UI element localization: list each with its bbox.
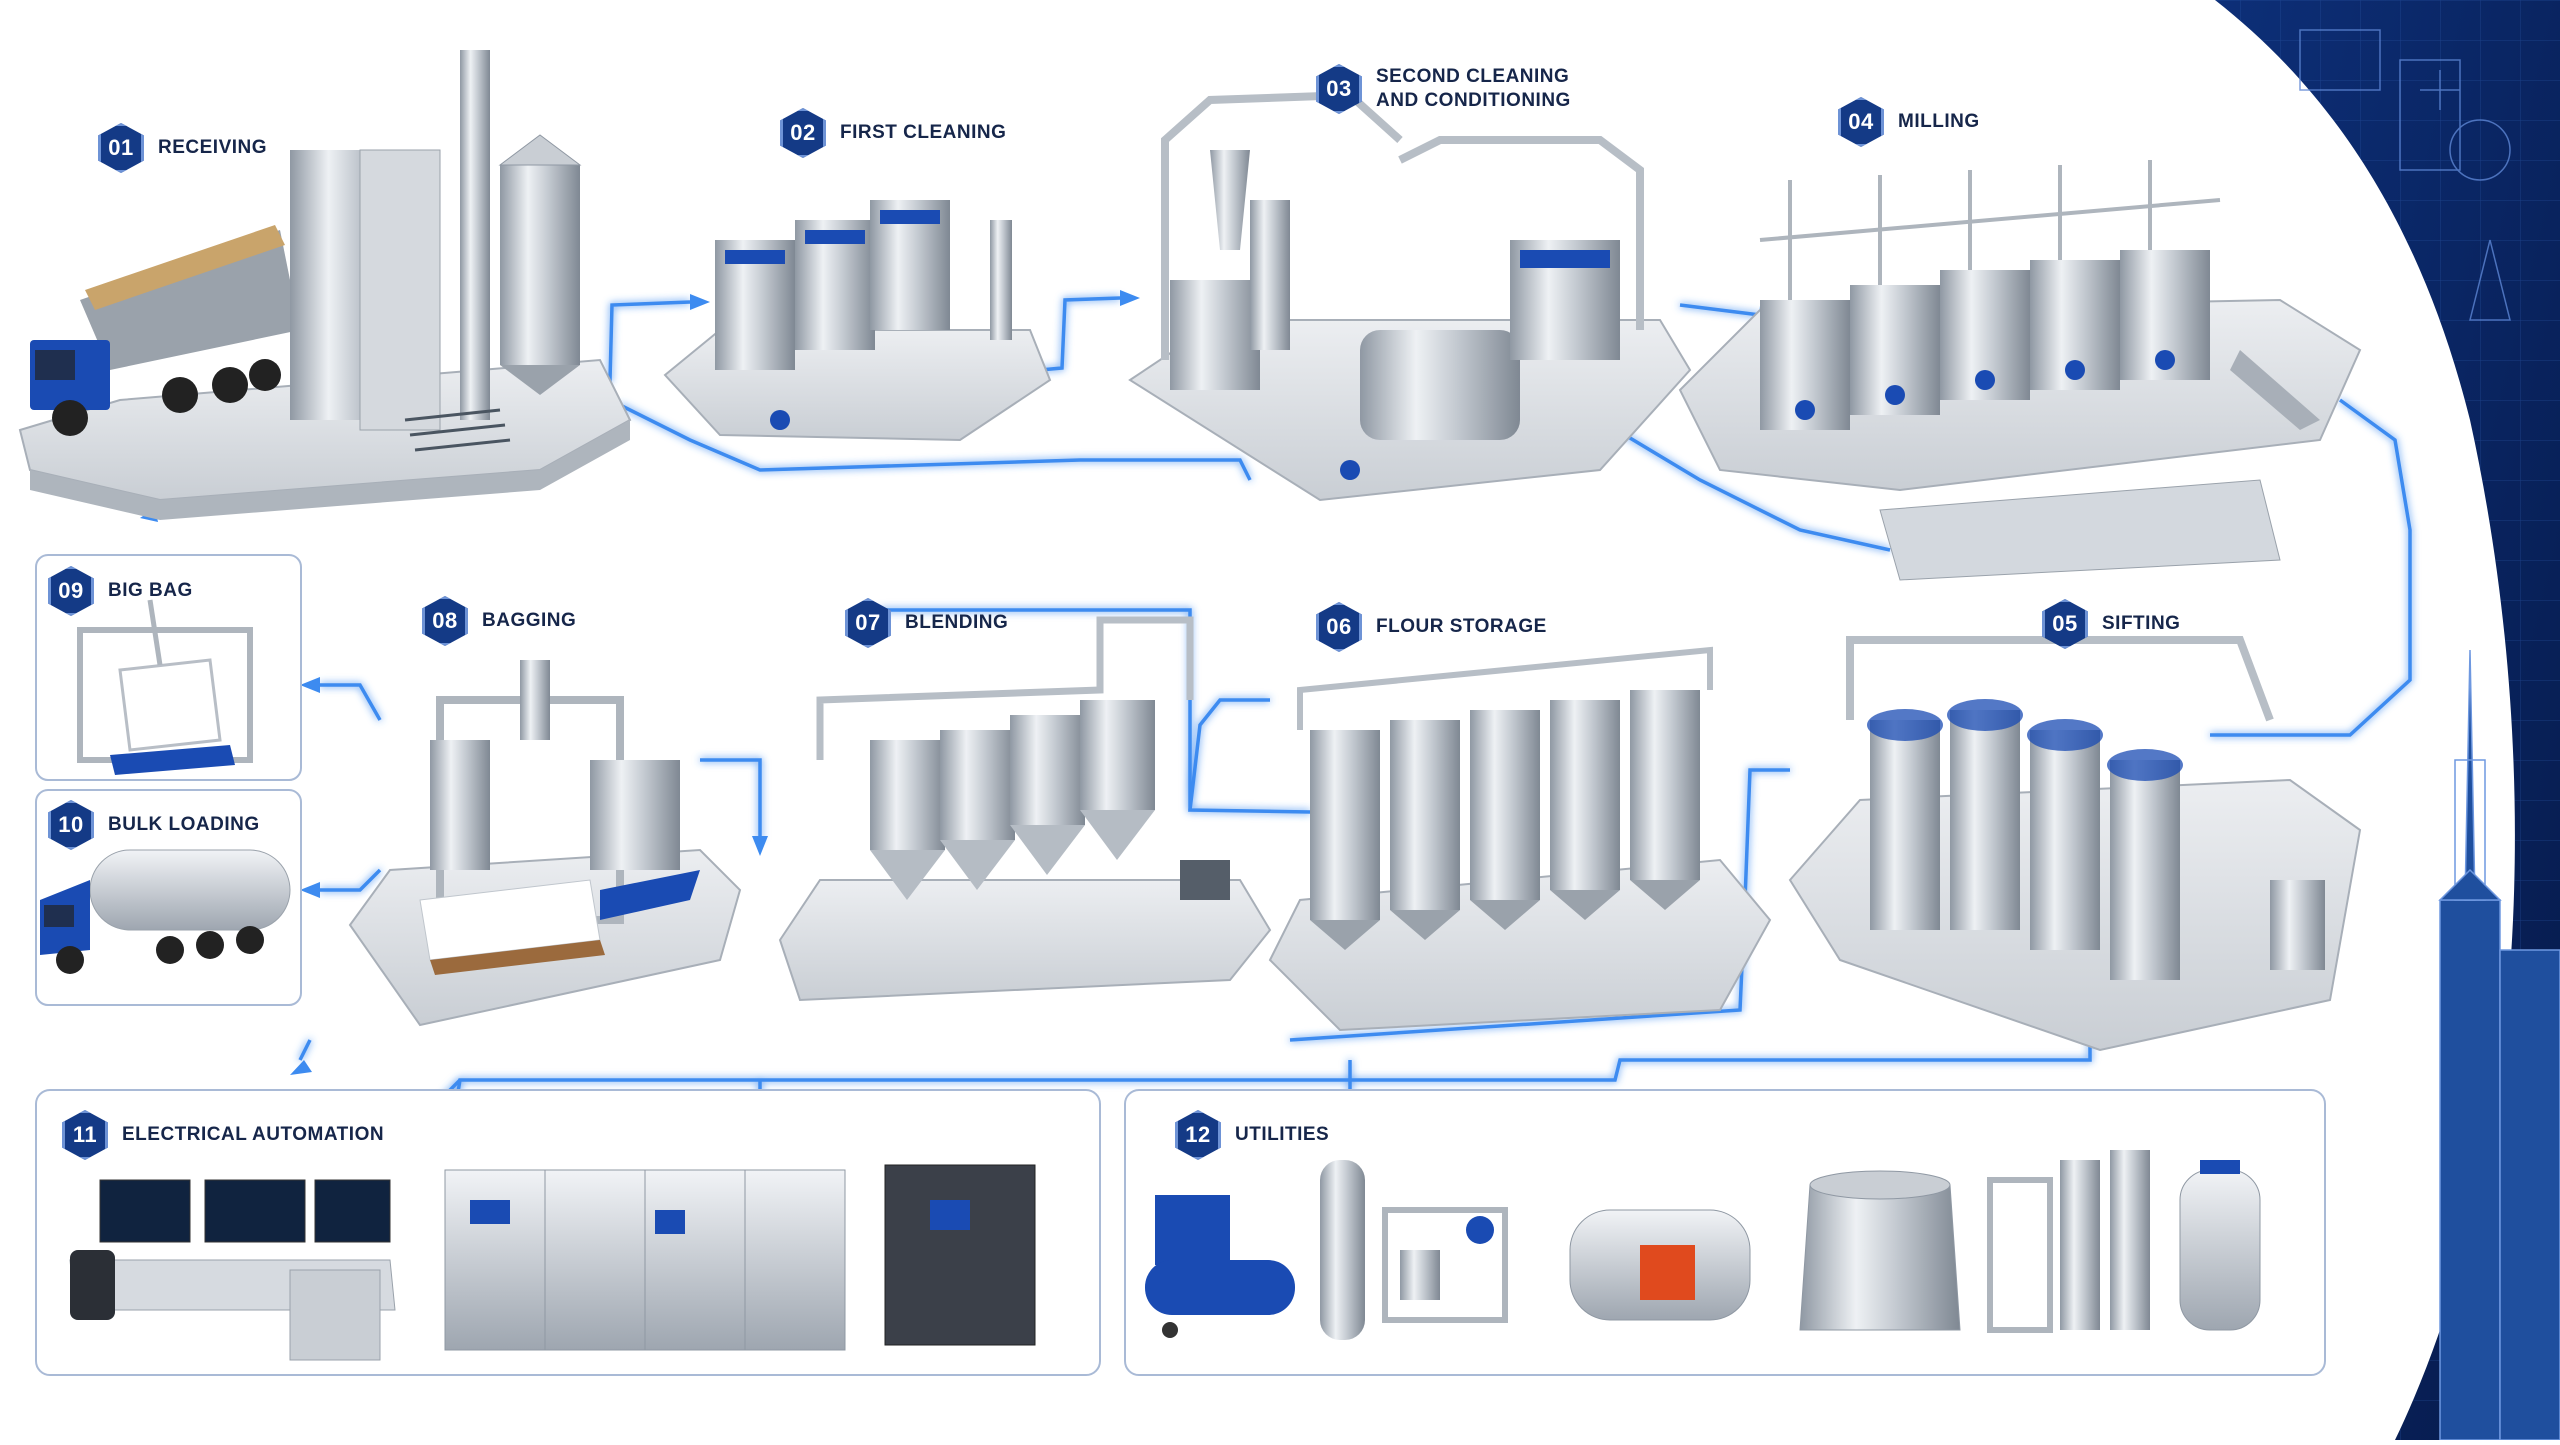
step-04-number: 04 xyxy=(1838,97,1884,147)
step-07-label: 07 BLENDING xyxy=(845,598,1008,648)
step-11-label: 11 ELECTRICAL AUTOMATION xyxy=(62,1110,384,1160)
step-02-label: 02 FIRST CLEANING xyxy=(780,108,1006,158)
blending-station xyxy=(778,616,1272,1002)
electrical-automation-panel xyxy=(35,1089,1101,1376)
step-06-name: FLOUR STORAGE xyxy=(1376,616,1547,637)
step-05-name: SIFTING xyxy=(2102,613,2181,634)
receiving-station xyxy=(18,50,632,520)
boiler-icon xyxy=(1569,1209,1751,1321)
silo-icon xyxy=(498,134,582,395)
step-10-label: 10 BULK LOADING xyxy=(48,800,260,850)
control-desk-icon xyxy=(69,1179,396,1361)
step-10-number: 10 xyxy=(48,800,94,850)
step-01-number: 01 xyxy=(98,123,144,173)
bagging-machine-icon xyxy=(430,660,700,924)
silo-silhouette-icon xyxy=(2438,649,2560,1441)
step-08-name: BAGGING xyxy=(482,610,577,631)
step-07-name: BLENDING xyxy=(905,612,1009,633)
water-treatment-icon xyxy=(1987,1150,2261,1333)
step-08-number: 08 xyxy=(422,596,468,646)
step-03-name-line2: AND CONDITIONING xyxy=(1376,90,1571,111)
sifter-icon xyxy=(1867,699,2183,980)
step-06-number: 06 xyxy=(1316,602,1362,652)
step-09-name: BIG BAG xyxy=(108,580,193,601)
step-01-label: 01 RECEIVING xyxy=(98,123,267,173)
step-12-name: UTILITIES xyxy=(1235,1124,1330,1145)
step-09-label: 09 BIG BAG xyxy=(48,566,193,616)
truck-icon xyxy=(30,225,300,436)
step-07-number: 07 xyxy=(845,598,891,648)
roller-mill-icon xyxy=(1760,250,2210,430)
control-cabinet-icon xyxy=(444,1164,1036,1351)
blueprint-background xyxy=(2215,0,2560,1441)
blender-icon xyxy=(870,700,1155,900)
tanker-truck-icon xyxy=(40,849,291,974)
step-09-number: 09 xyxy=(48,566,94,616)
big-bag-panel xyxy=(35,554,302,781)
storage-silo-icon xyxy=(1310,690,1700,950)
pump-skid-icon xyxy=(1382,1207,1508,1323)
step-11-number: 11 xyxy=(62,1110,108,1160)
step-03-number: 03 xyxy=(1316,64,1362,114)
bulk-loading-panel xyxy=(35,789,302,1006)
compressor-icon xyxy=(1145,1195,1295,1338)
step-02-number: 02 xyxy=(780,108,826,158)
step-05-label: 05 SIFTING xyxy=(2042,599,2180,649)
step-01-name: RECEIVING xyxy=(158,137,268,158)
bag-pallet-icon xyxy=(419,879,605,975)
step-10-name: BULK LOADING xyxy=(108,814,260,835)
sifting-station xyxy=(1788,636,2362,1052)
step-03-name-line1: SECOND CLEANING xyxy=(1376,66,1570,87)
utilities-panel xyxy=(1124,1089,2326,1376)
step-08-label: 08 BAGGING xyxy=(422,596,576,646)
step-04-name: MILLING xyxy=(1898,111,1980,132)
step-11-name: ELECTRICAL AUTOMATION xyxy=(122,1124,385,1145)
first-cleaning-station xyxy=(663,200,1052,442)
cleaning-machine-icon xyxy=(715,200,950,370)
step-02-name: FIRST CLEANING xyxy=(840,122,1007,143)
step-05-number: 05 xyxy=(2042,599,2088,649)
flour-storage-station xyxy=(1268,646,1772,1032)
bagging-station xyxy=(348,660,742,1027)
step-03-label: 03 SECOND CLEANING AND CONDITIONING xyxy=(1316,64,1571,114)
big-bag-icon xyxy=(77,599,253,775)
step-06-label: 06 FLOUR STORAGE xyxy=(1316,602,1547,652)
cooling-tower-icon xyxy=(1799,1170,1961,1331)
step-12-number: 12 xyxy=(1175,1110,1221,1160)
milling-station xyxy=(1678,160,2362,581)
step-12-label: 12 UTILITIES xyxy=(1175,1110,1329,1160)
second-cleaning-station xyxy=(1128,90,1692,502)
step-04-label: 04 MILLING xyxy=(1838,97,1980,147)
